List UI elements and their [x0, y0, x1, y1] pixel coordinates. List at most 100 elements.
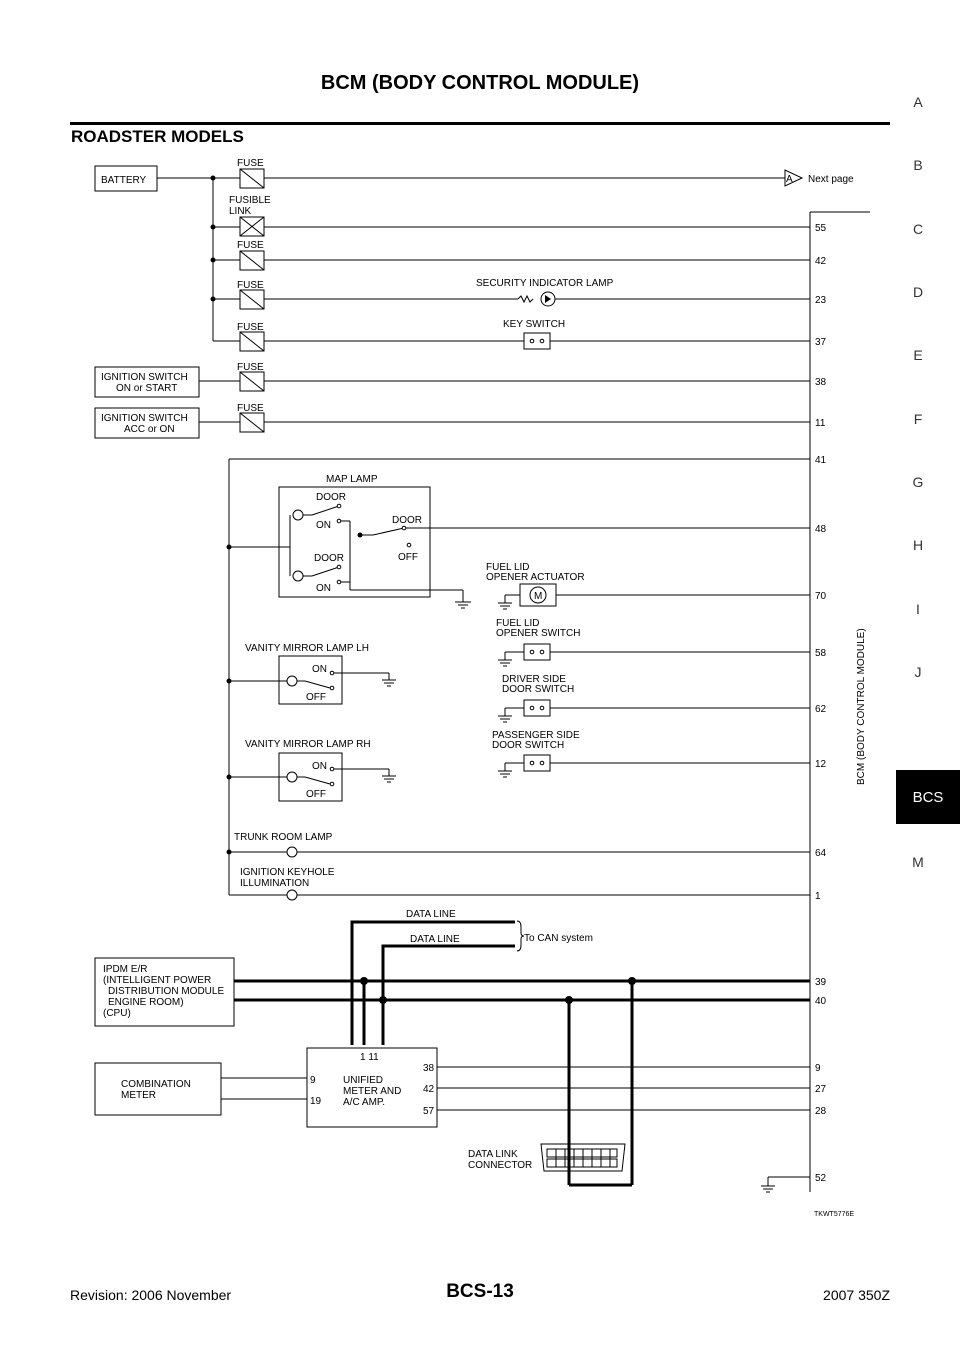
lamp-bulb-icon: [286, 771, 298, 783]
fuse-label: FUSE: [237, 403, 264, 414]
map-on-label-1: ON: [316, 520, 331, 531]
unified-label-1: UNIFIED: [343, 1075, 383, 1086]
fuse-label: FUSE: [237, 280, 264, 291]
fuse-label: FUSE: [237, 158, 264, 169]
resistor-icon: [517, 294, 534, 304]
ipdm-label-1: IPDM E/R: [103, 964, 147, 975]
bcm-pin-9: 9: [815, 1063, 821, 1074]
lamp-bulb-icon: [286, 846, 298, 858]
ground-icon: [498, 715, 512, 723]
ground-icon: [498, 602, 512, 610]
ign-acc-on-box: [94, 407, 200, 439]
side-index-b[interactable]: B: [913, 157, 923, 173]
ground-icon: [761, 1185, 775, 1193]
side-index-e[interactable]: E: [913, 347, 923, 363]
switch-arm: [304, 680, 331, 689]
bcm-pin-23: 23: [815, 295, 827, 306]
bcm-label: BCM (BODY CONTROL MODULE): [856, 628, 867, 785]
fuel-switch-label-1: FUEL LID: [496, 618, 540, 629]
ign-on-start-label-2: ON or START: [116, 383, 177, 394]
fuel-actuator-label-1: FUEL LID: [486, 562, 530, 573]
motor-letter: M: [534, 591, 542, 602]
fuse-icon-stroke: [239, 371, 265, 392]
switch-arm: [311, 566, 340, 577]
bcm-pin-58: 58: [815, 648, 827, 659]
map-lamp-label: MAP LAMP: [326, 474, 378, 485]
side-index-g[interactable]: G: [912, 474, 924, 490]
ign-acc-on-label-1: IGNITION SWITCH: [101, 413, 188, 424]
dlc-pin-row: [546, 1158, 618, 1168]
lamp-bulb-icon: [292, 509, 304, 521]
switch-contact: [336, 518, 342, 524]
bcm-pin-62: 62: [815, 704, 827, 715]
dlc-label-1: DATA LINK: [468, 1149, 518, 1160]
page-header-title: BCM (BODY CONTROL MODULE): [320, 72, 640, 94]
can-brace: [516, 920, 525, 952]
dlc-pin-row: [546, 1148, 618, 1158]
switch-contact: [336, 579, 342, 585]
data-line-label-2: DATA LINE: [410, 934, 460, 945]
trunk-lamp-label: TRUNK ROOM LAMP: [234, 832, 333, 843]
switch-arm: [311, 505, 340, 516]
unified-pin-57: 57: [423, 1106, 435, 1117]
fuse-icon-stroke: [239, 250, 265, 271]
ground-icon: [498, 659, 512, 667]
ipdm-box: [94, 957, 235, 1027]
battery-label: BATTERY: [101, 175, 147, 186]
map-lamp-box: [278, 486, 431, 598]
side-index-d[interactable]: D: [912, 284, 924, 300]
side-index-c[interactable]: C: [912, 221, 924, 237]
switch-contact: [329, 685, 335, 691]
bcm-pin-12: 12: [815, 759, 827, 770]
side-index-a[interactable]: A: [913, 94, 923, 110]
ipdm-label-4: ENGINE ROOM): [108, 997, 184, 1008]
side-index-h[interactable]: H: [912, 537, 924, 553]
fusible-link-label-2: LINK: [229, 206, 252, 217]
side-index-j[interactable]: J: [914, 664, 922, 680]
ipdm-label-2: (INTELLIGENT POWER: [103, 975, 211, 986]
bcm-pin-41: 41: [815, 455, 827, 466]
ipdm-label-3: DISTRIBUTION MODULE: [108, 986, 224, 997]
vanity-rh-on-label: ON: [312, 761, 327, 772]
connector-a-marker: [784, 169, 804, 187]
fusible-link-icon-stroke: [239, 216, 265, 237]
bcm-pin-28: 28: [815, 1106, 827, 1117]
motor-icon: [529, 586, 547, 604]
dlc-connector-icon: [540, 1143, 626, 1172]
fuse-label: FUSE: [237, 322, 264, 333]
side-index-m[interactable]: M: [912, 854, 924, 870]
lamp-bulb-icon: [292, 570, 304, 582]
bcm-pin-27: 27: [815, 1084, 827, 1095]
ign-on-start-label-1: IGNITION SWITCH: [101, 372, 188, 383]
unified-pin-19: 19: [310, 1096, 322, 1107]
keyhole-label-2: ILLUMINATION: [240, 878, 309, 889]
switch-contact: [529, 705, 535, 711]
key-switch-label: KEY SWITCH: [503, 319, 565, 330]
junction-dot: [379, 996, 387, 1004]
side-index-i[interactable]: I: [916, 601, 920, 617]
lamp-bulb-icon: [286, 889, 298, 901]
keyhole-label-1: IGNITION KEYHOLE: [240, 867, 335, 878]
dlc-pin-dividers: [555, 1149, 611, 1167]
pass-door-label-1: PASSENGER SIDE: [492, 730, 580, 741]
pass-door-label-2: DOOR SWITCH: [492, 740, 564, 751]
switch-arm: [372, 527, 405, 536]
section-title: ROADSTER MODELS: [71, 127, 244, 146]
dlc-label-2: CONNECTOR: [468, 1160, 532, 1171]
battery-box: [94, 165, 158, 192]
switch-contact: [529, 649, 535, 655]
can-data-line-h: [350, 920, 515, 1045]
vanity-lh-box: [278, 655, 343, 705]
figure-code: TKWT5776E: [814, 1211, 854, 1218]
combination-meter-box: [94, 1062, 222, 1116]
bcm-pin-64: 64: [815, 848, 827, 859]
footer-page-number: BCS-13: [446, 1281, 514, 1302]
side-index-f[interactable]: F: [913, 411, 923, 427]
side-index-bcs-active-tab[interactable]: BCS: [896, 770, 960, 824]
switch-contact: [406, 542, 412, 548]
vanity-lh-off-label: OFF: [306, 692, 326, 703]
switch-contact: [336, 503, 342, 509]
can-data-line-l: [381, 944, 515, 1045]
bcm-pin-38: 38: [815, 377, 827, 388]
